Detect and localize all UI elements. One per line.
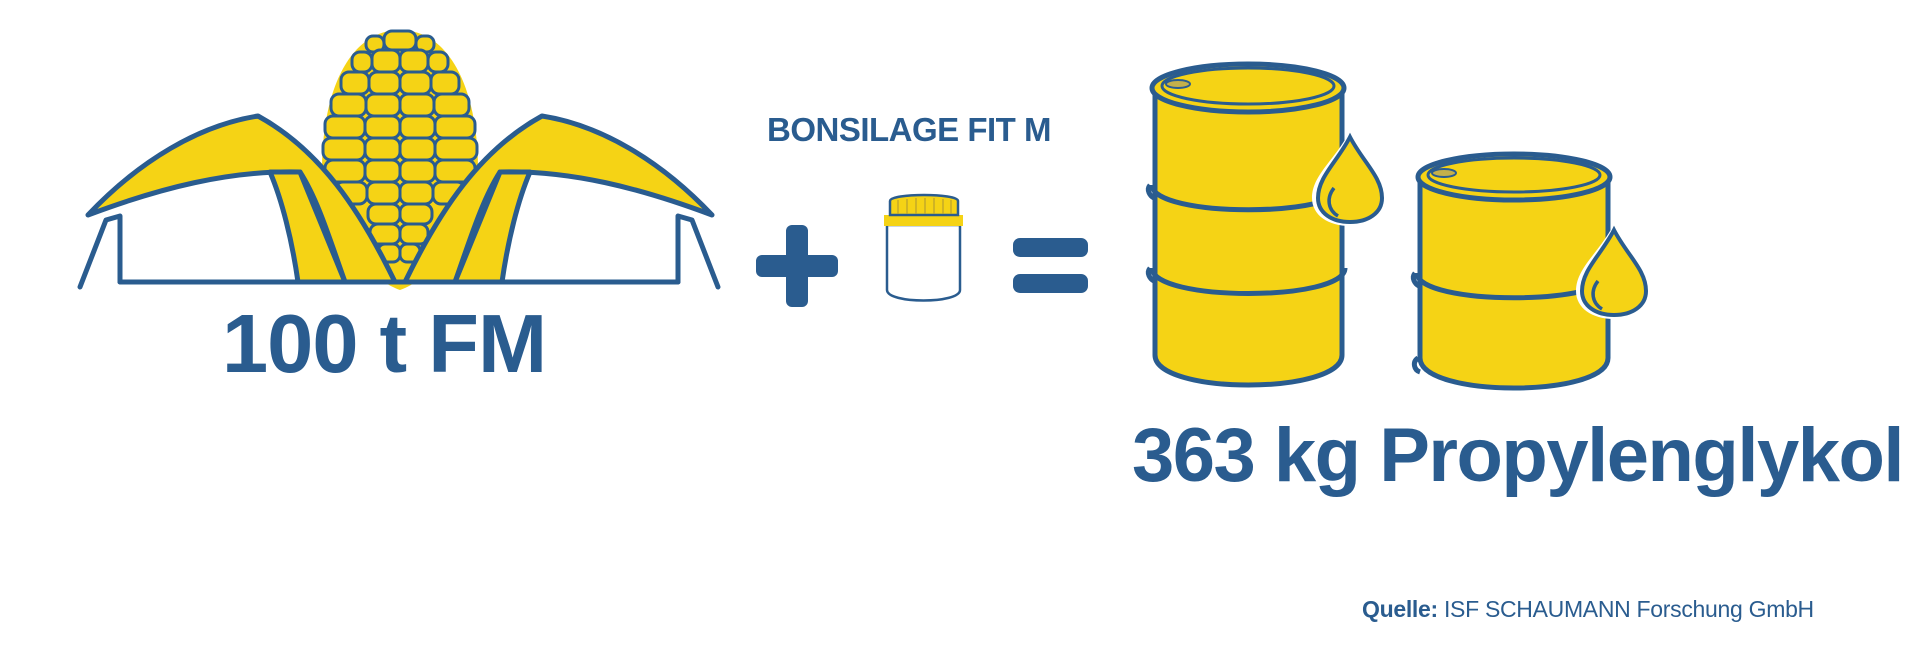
equals-icon <box>1013 238 1088 293</box>
drop-icon <box>1576 224 1652 319</box>
left-leaf <box>85 113 398 285</box>
source-credit: Quelle: ISF SCHAUMANN Forschung GmbH <box>1362 598 1814 621</box>
right-leaf <box>402 113 715 285</box>
input-amount-label: 100 t FM <box>222 297 547 390</box>
oil-barrel-large-icon <box>1145 61 1348 388</box>
source-text: ISF SCHAUMANN Forschung GmbH <box>1443 596 1814 622</box>
product-name-label: BONSILAGE FIT M <box>767 111 1052 148</box>
oil-barrel-small-icon <box>1410 151 1614 391</box>
jar-icon <box>884 193 963 302</box>
plus-icon <box>756 225 838 307</box>
source-prefix: Quelle: <box>1362 596 1438 622</box>
drop-icon <box>1312 131 1388 226</box>
corn-silo-icon <box>77 29 721 290</box>
result-amount-label: 363 kg Propylenglykol <box>1132 413 1905 498</box>
